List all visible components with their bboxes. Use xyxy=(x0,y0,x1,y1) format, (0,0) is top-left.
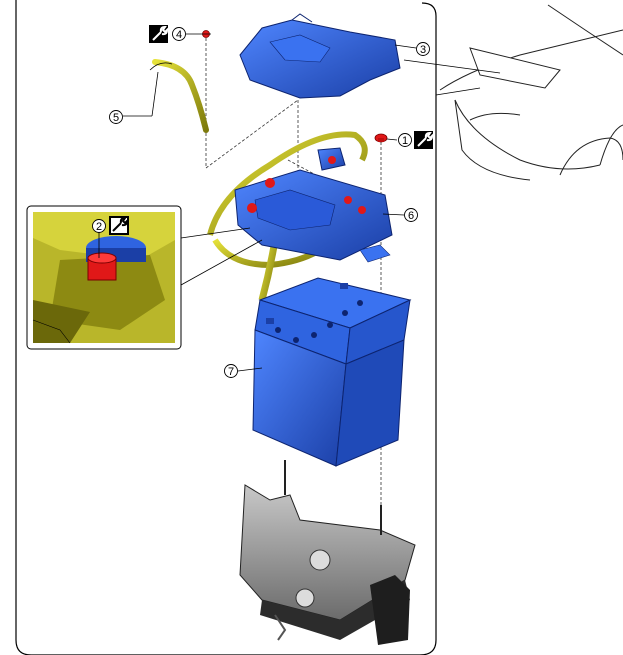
leader-vehicle-2 xyxy=(435,87,481,96)
callout-7: 7 xyxy=(224,364,238,378)
bolt-1 xyxy=(374,133,388,143)
callout-1: 1 xyxy=(398,133,412,147)
svg-text:5: 5 xyxy=(113,112,119,124)
svg-text:2: 2 xyxy=(96,221,102,233)
svg-text:1: 1 xyxy=(402,135,408,147)
svg-text:7: 7 xyxy=(228,366,234,378)
wrench-torque-icon xyxy=(109,216,129,235)
car-outline-icon xyxy=(439,4,623,181)
battery-cover xyxy=(239,13,401,99)
battery xyxy=(252,277,412,467)
junction-block-with-harness xyxy=(207,131,393,301)
svg-text:3: 3 xyxy=(420,44,426,56)
svg-text:4: 4 xyxy=(176,29,182,41)
callout-2: 2 xyxy=(92,219,106,233)
cable-end xyxy=(149,62,173,71)
wrench-torque-icon xyxy=(414,131,434,149)
callout-4: 4 xyxy=(172,27,186,41)
callout-3: 3 xyxy=(416,42,430,56)
battery-tray xyxy=(239,460,416,645)
inset-leader-bottom xyxy=(180,239,263,286)
negative-cable xyxy=(152,59,209,133)
inset-detail xyxy=(26,205,182,350)
wrench-torque-icon xyxy=(149,25,169,43)
inset-leader-top xyxy=(180,227,251,239)
callout-5: 5 xyxy=(109,110,123,124)
svg-text:6: 6 xyxy=(408,210,414,222)
callout-6: 6 xyxy=(404,208,418,222)
callout-leaders xyxy=(98,33,417,372)
diagram-frame xyxy=(15,0,437,655)
leader-vehicle xyxy=(403,59,501,74)
